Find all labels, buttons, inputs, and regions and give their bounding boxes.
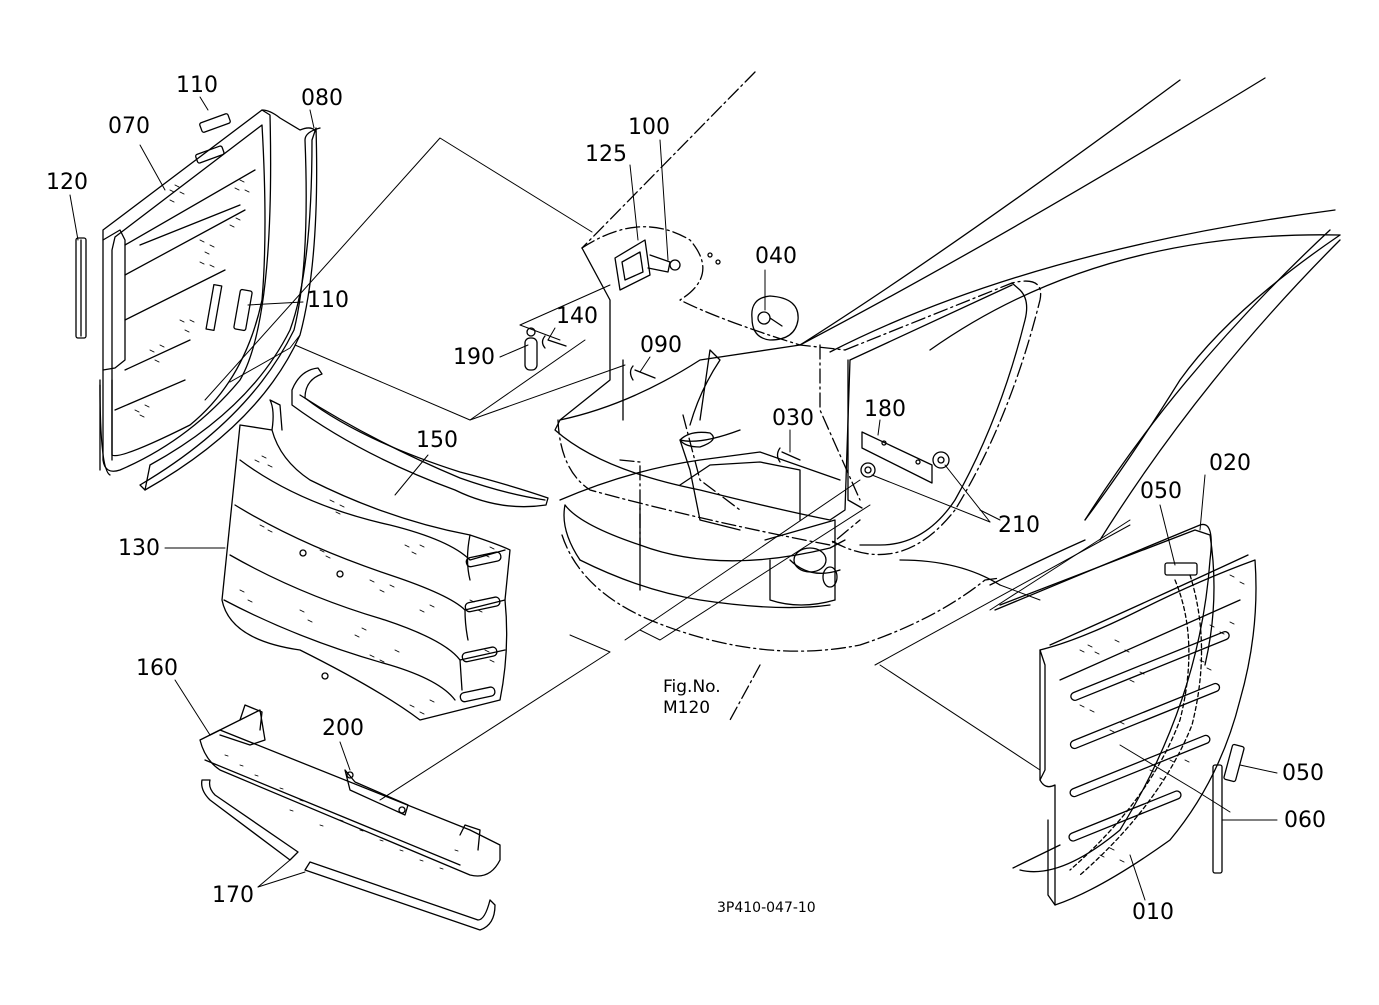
part-170-strips — [202, 780, 495, 930]
label-110-mid: 110 — [307, 288, 349, 313]
label-110-top: 110 — [176, 73, 218, 98]
label-170: 170 — [212, 883, 254, 908]
part-180-plate — [862, 432, 932, 483]
fig-ref-line2: M120 — [663, 698, 711, 718]
label-140: 140 — [556, 304, 598, 329]
label-190: 190 — [453, 345, 495, 370]
fig-ref-line1: Fig.No. — [663, 677, 721, 697]
label-040: 040 — [755, 244, 797, 269]
part-130-grille — [222, 400, 510, 720]
part-210-nuts — [861, 452, 949, 477]
label-080: 080 — [301, 86, 343, 111]
label-020: 020 — [1209, 451, 1251, 476]
label-130: 130 — [118, 536, 160, 561]
part-030-bolt — [778, 448, 801, 462]
label-160: 160 — [136, 656, 178, 681]
part-200-bracket — [345, 770, 408, 815]
part-040-grommet — [752, 296, 798, 340]
drawing-code: 3P410-047-10 — [717, 900, 816, 916]
right-side-panel — [995, 524, 1256, 905]
label-090: 090 — [640, 333, 682, 358]
label-200: 200 — [322, 716, 364, 741]
label-030: 030 — [772, 406, 814, 431]
label-050-bottom: 050 — [1282, 761, 1324, 786]
label-060: 060 — [1284, 808, 1326, 833]
part-125-bracket — [615, 240, 720, 290]
label-010: 010 — [1132, 900, 1174, 925]
label-070: 070 — [108, 114, 150, 139]
label-050-top: 050 — [1140, 479, 1182, 504]
hood-body — [555, 78, 1340, 608]
label-125: 125 — [585, 142, 627, 167]
label-180: 180 — [864, 397, 906, 422]
part-150-trim — [292, 368, 548, 507]
part-110-strips — [195, 113, 252, 331]
assembly-lines — [205, 138, 1230, 812]
left-side-panel — [100, 110, 320, 490]
label-120: 120 — [46, 170, 88, 195]
part-120-strip — [76, 238, 86, 338]
leader-lines — [70, 97, 1277, 900]
label-100: 100 — [628, 115, 670, 140]
label-150: 150 — [416, 428, 458, 453]
part-160-bracket — [200, 705, 500, 876]
label-210: 210 — [998, 513, 1040, 538]
fasteners-140-190-090 — [525, 328, 655, 380]
